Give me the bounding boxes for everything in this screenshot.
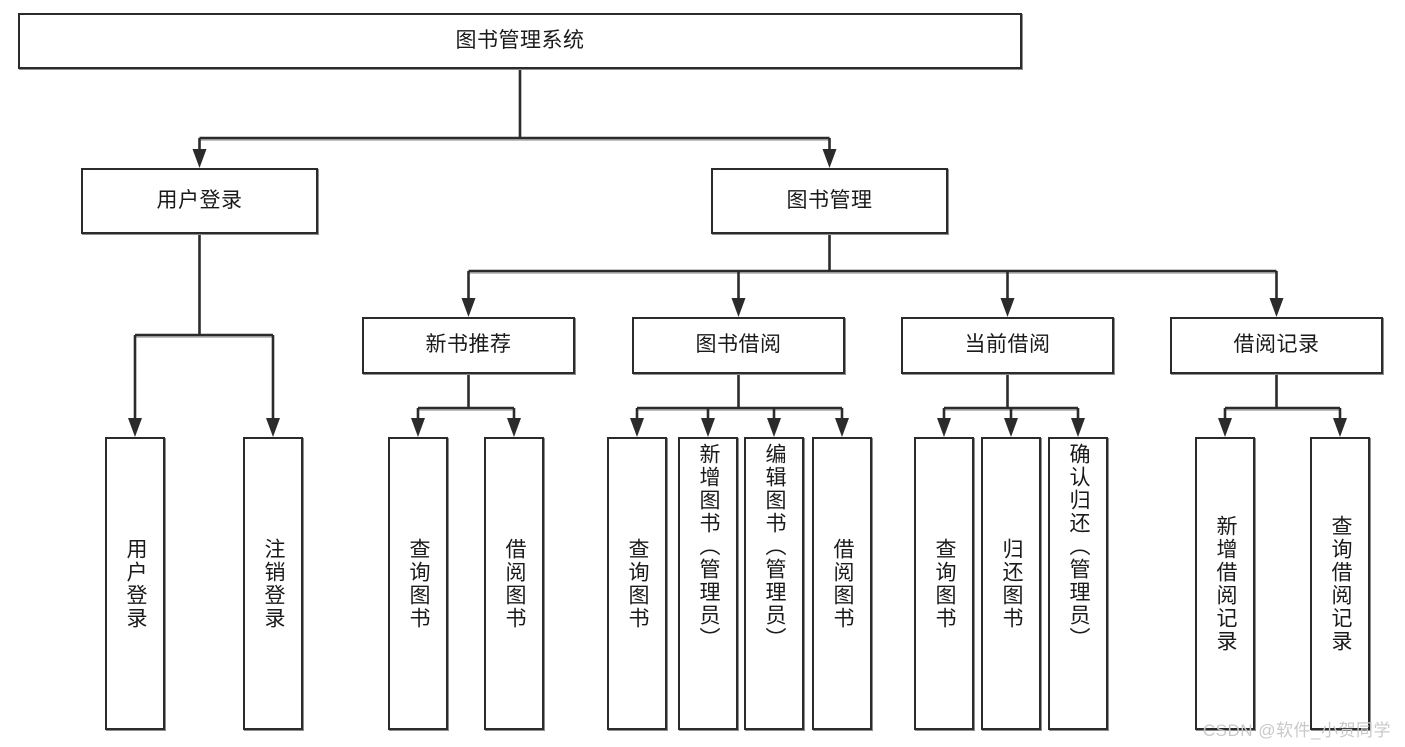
node-current-borrow[interactable]: 当前借阅 <box>901 317 1114 374</box>
node-label-borrow-record: 借阅记录 <box>1233 333 1320 357</box>
arrowhead-leaf-return-book <box>1004 418 1018 437</box>
arrowhead-new-book-recommend <box>461 298 476 317</box>
node-label-new-book-recommend: 新书推荐 <box>425 333 512 357</box>
node-label-leaf-borrow-book-1: 借阅图书 <box>503 537 527 630</box>
node-label-leaf-return-book: 归还图书 <box>1000 537 1024 630</box>
arrowhead-leaf-add-book <box>701 418 715 437</box>
node-label-leaf-user-logout: 注销登录 <box>262 537 286 630</box>
node-root[interactable]: 图书管理系统 <box>18 13 1022 69</box>
node-leaf-query-book-3[interactable]: 查询图书 <box>914 437 974 730</box>
node-label-leaf-query-book-3: 查询图书 <box>933 537 957 630</box>
node-leaf-return-book[interactable]: 归还图书 <box>981 437 1041 730</box>
node-label-user-login: 用户登录 <box>156 188 243 212</box>
arrowhead-leaf-edit-book <box>767 418 781 437</box>
node-borrow-record[interactable]: 借阅记录 <box>1170 317 1383 374</box>
node-leaf-borrow-book-2[interactable]: 借阅图书 <box>812 437 872 730</box>
node-leaf-edit-book[interactable]: 编辑图书（管理员） <box>744 437 804 730</box>
node-user-login[interactable]: 用户登录 <box>81 168 318 234</box>
arrowhead-user-login <box>192 149 207 168</box>
arrowhead-current-borrow <box>1000 298 1015 317</box>
node-leaf-query-record[interactable]: 查询借阅记录 <box>1310 437 1370 730</box>
arrowhead-leaf-user-logout <box>266 418 280 437</box>
node-leaf-user-login[interactable]: 用户登录 <box>105 437 165 730</box>
node-leaf-query-book-2[interactable]: 查询图书 <box>607 437 667 730</box>
node-label-leaf-add-book: 新增图书（管理员） <box>697 443 721 650</box>
node-leaf-user-logout[interactable]: 注销登录 <box>243 437 303 730</box>
node-label-book-borrow: 图书借阅 <box>695 333 782 357</box>
node-new-book-recommend[interactable]: 新书推荐 <box>362 317 575 374</box>
watermark: CSDN @软件_小贺同学 <box>1202 721 1391 740</box>
node-label-leaf-query-record: 查询借阅记录 <box>1329 514 1353 653</box>
node-label-current-borrow: 当前借阅 <box>964 333 1051 357</box>
arrowhead-book-borrow <box>731 298 746 317</box>
arrowhead-borrow-record <box>1269 298 1284 317</box>
arrowhead-leaf-query-book-2 <box>630 418 644 437</box>
arrowhead-leaf-query-book-3 <box>937 418 951 437</box>
node-leaf-add-book[interactable]: 新增图书（管理员） <box>678 437 738 730</box>
node-label-leaf-confirm-return: 确认归还（管理员） <box>1067 443 1091 650</box>
arrowhead-leaf-add-record <box>1218 418 1232 437</box>
node-label-leaf-edit-book: 编辑图书（管理员） <box>763 443 787 650</box>
arrowhead-leaf-query-record <box>1333 418 1347 437</box>
node-label-leaf-query-book-2: 查询图书 <box>626 537 650 630</box>
arrowhead-leaf-user-login <box>128 418 142 437</box>
arrowhead-leaf-query-book-1 <box>411 418 425 437</box>
arrowhead-leaf-borrow-book-1 <box>507 418 521 437</box>
node-leaf-query-book-1[interactable]: 查询图书 <box>388 437 448 730</box>
node-label-leaf-borrow-book-2: 借阅图书 <box>831 537 855 630</box>
node-book-management[interactable]: 图书管理 <box>711 168 948 234</box>
node-book-borrow[interactable]: 图书借阅 <box>632 317 845 374</box>
arrowhead-leaf-borrow-book-2 <box>835 418 849 437</box>
node-label-leaf-add-record: 新增借阅记录 <box>1214 514 1238 653</box>
node-label-leaf-query-book-1: 查询图书 <box>407 537 431 630</box>
node-label-leaf-user-login: 用户登录 <box>124 537 148 630</box>
node-label-root: 图书管理系统 <box>455 28 585 52</box>
node-leaf-add-record[interactable]: 新增借阅记录 <box>1195 437 1255 730</box>
node-label-book-management: 图书管理 <box>786 188 873 212</box>
arrowhead-leaf-confirm-return <box>1071 418 1085 437</box>
node-leaf-borrow-book-1[interactable]: 借阅图书 <box>484 437 544 730</box>
arrowhead-book-management <box>822 149 837 168</box>
node-leaf-confirm-return[interactable]: 确认归还（管理员） <box>1048 437 1108 730</box>
